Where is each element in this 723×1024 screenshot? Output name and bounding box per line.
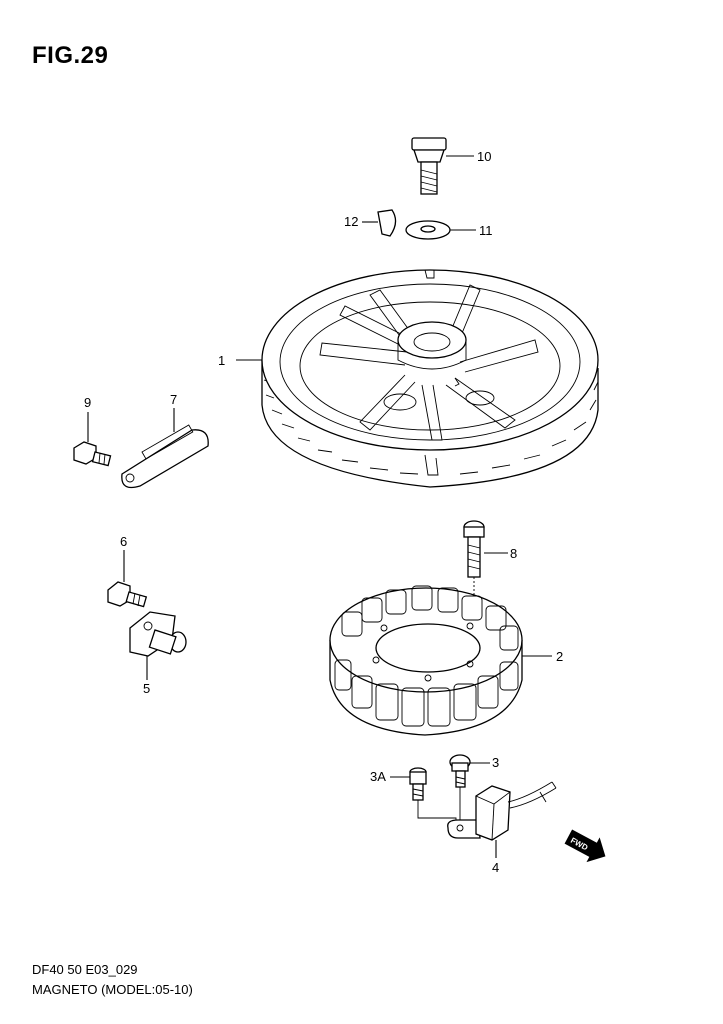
- part-7-strap[interactable]: [121, 424, 209, 489]
- part-9-bolt[interactable]: [73, 441, 112, 467]
- callout-6: 6: [120, 534, 127, 549]
- part-4-pulser-coil[interactable]: [447, 781, 557, 841]
- part-12-key[interactable]: [377, 209, 397, 237]
- part-3-screw[interactable]: [449, 754, 471, 788]
- callout-10: 10: [477, 149, 491, 164]
- callout-9: 9: [84, 395, 91, 410]
- callout-3a: 3A: [370, 769, 386, 784]
- part-8-screw[interactable]: [463, 520, 485, 578]
- callout-5: 5: [143, 681, 150, 696]
- footer-code: DF40 50 E03_029: [32, 962, 138, 977]
- part-5-sensor[interactable]: [129, 611, 187, 657]
- part-2-stator[interactable]: [329, 585, 523, 736]
- part-1-flywheel[interactable]: [261, 269, 599, 488]
- part-6-bolt[interactable]: [107, 581, 148, 608]
- part-11-washer[interactable]: [405, 220, 451, 240]
- part-3a-screw[interactable]: [409, 767, 427, 801]
- callout-7: 7: [170, 392, 177, 407]
- callout-8: 8: [510, 546, 517, 561]
- callout-2: 2: [556, 649, 563, 664]
- callout-1: 1: [218, 353, 225, 368]
- callout-3: 3: [492, 755, 499, 770]
- fwd-arrow-icon: FWD: [564, 829, 606, 863]
- footer-caption: MAGNETO (MODEL:05-10): [32, 982, 193, 997]
- callout-4: 4: [492, 860, 499, 875]
- part-10-bolt[interactable]: [411, 137, 447, 195]
- callout-12: 12: [344, 214, 358, 229]
- callout-11: 11: [479, 223, 493, 238]
- figure-title: FIG.29: [32, 42, 109, 69]
